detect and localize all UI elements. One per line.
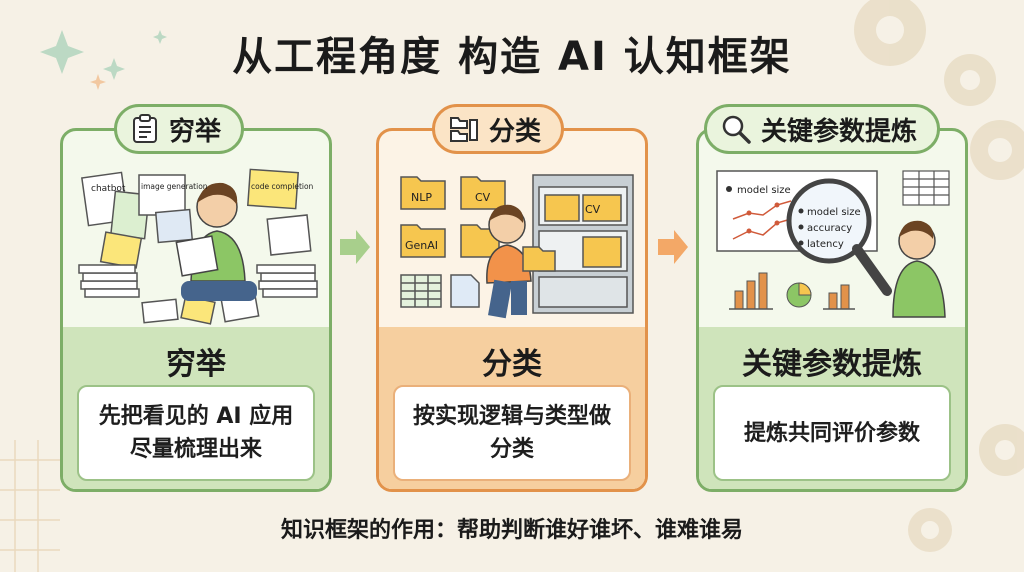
illus-label-chatbot: chatbot: [91, 184, 126, 194]
footer-note: 知识框架的作用：帮助判断谁好谁坏、谁难谁易: [0, 512, 1024, 544]
classify-illustration: NLP CV GenAI CV: [379, 131, 645, 327]
enumerate-illustration: chatbot image generation code completion: [63, 131, 329, 327]
magnified-label-model-size: model size: [807, 207, 861, 218]
panel-description: 按实现逻辑与类型做分类: [393, 385, 631, 481]
chart-label-model-size: model size: [737, 185, 791, 196]
folders-icon: [449, 114, 479, 144]
arrow-right-icon: [656, 228, 690, 266]
panel-subtitle: 穷举: [63, 339, 329, 383]
page-title: 从工程角度 构造 AI 认知框架: [0, 24, 1024, 82]
pill-enumerate: 穷举: [114, 104, 244, 154]
illus-label-image-generation: image generation: [141, 182, 208, 191]
cabinet-label-cv: CV: [585, 203, 601, 216]
folder-label-cv: CV: [475, 191, 491, 204]
magnified-label-latency: latency: [807, 239, 844, 250]
clipboard-icon: [131, 114, 159, 144]
pill-label: 穷举: [169, 111, 221, 148]
pill-label: 分类: [489, 111, 541, 148]
folder-label-nlp: NLP: [411, 191, 432, 204]
magnified-label-accuracy: accuracy: [807, 223, 852, 234]
pill-classify: 分类: [432, 104, 564, 154]
pill-label: 关键参数提炼: [761, 111, 917, 148]
panel-classify: NLP CV GenAI CV 分类 按实现逻辑与类型做分类: [376, 128, 648, 492]
pill-key-parameters: 关键参数提炼: [704, 104, 940, 154]
panel-description: 先把看见的 AI 应用尽量梳理出来: [77, 385, 315, 481]
panel-enumerate: chatbot image generation code completion…: [60, 128, 332, 492]
key-parameters-illustration: model size model size accuracy latency: [699, 131, 965, 327]
panel-description: 提炼共同评价参数: [713, 385, 951, 481]
folder-label-genai: GenAI: [405, 239, 438, 252]
panel-subtitle: 关键参数提炼: [699, 339, 965, 383]
panel-subtitle: 分类: [379, 339, 645, 383]
panel-key-parameters: model size model size accuracy latency: [696, 128, 968, 492]
magnifier-icon: [721, 114, 751, 144]
arrow-right-icon: [338, 228, 372, 266]
illus-label-code-completion: code completion: [251, 182, 314, 191]
